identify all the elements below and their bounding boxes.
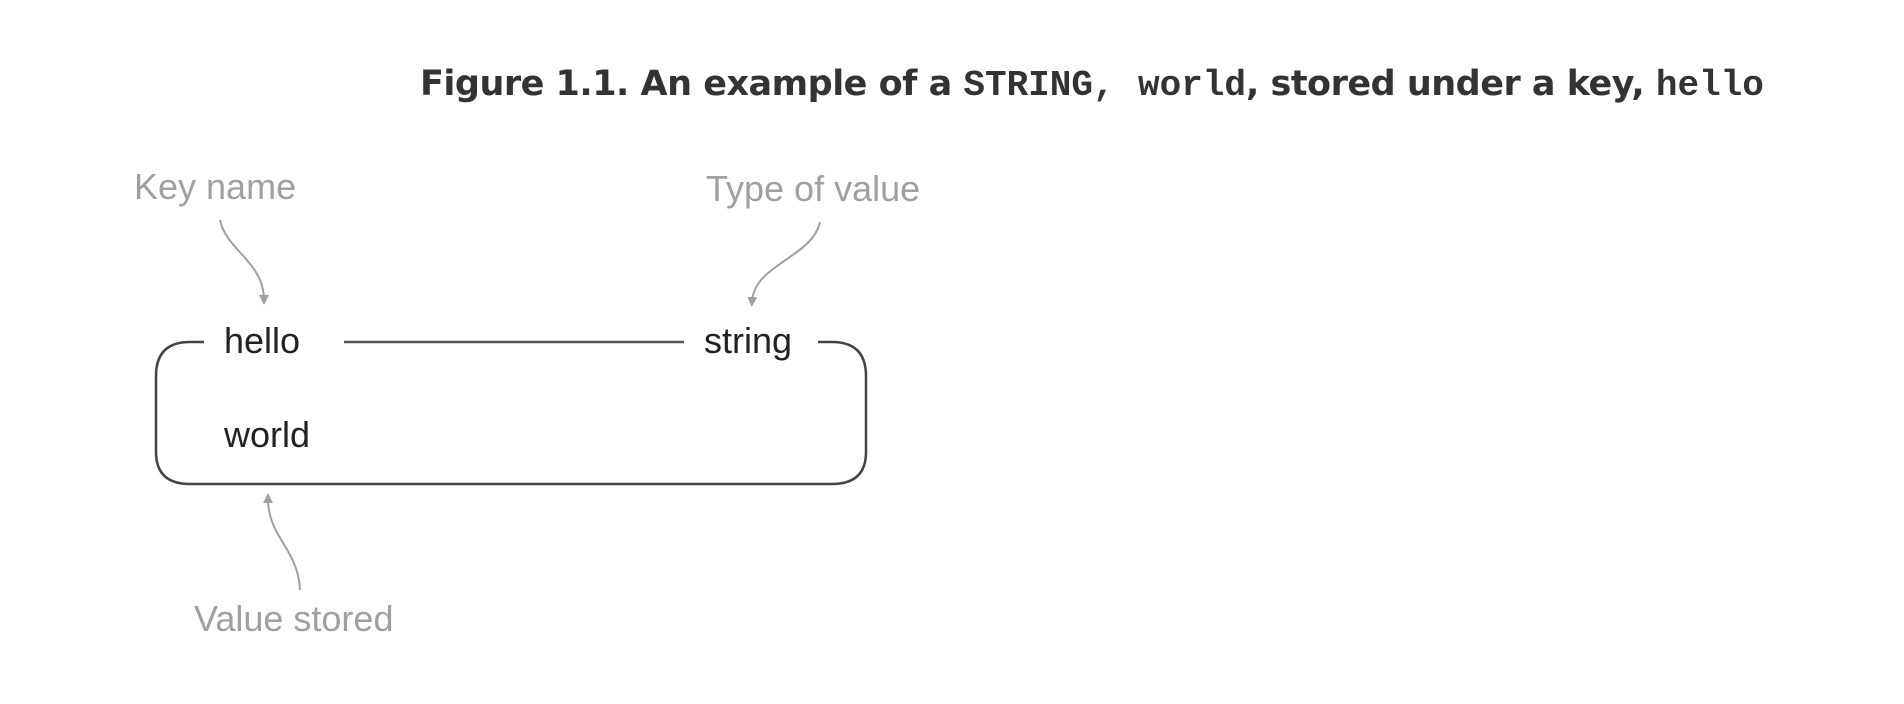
value-stored-arrow: [263, 493, 301, 591]
record-box-outline: [154, 340, 868, 486]
record-key: hello: [224, 320, 301, 361]
type-of-value-arrow: [747, 221, 821, 307]
value-stored-label: Value stored: [194, 598, 394, 639]
key-name-arrow: [219, 219, 269, 305]
caption-value-code: world: [1137, 65, 1247, 106]
figure-caption: Figure 1.1. An example of a STRING, worl…: [420, 64, 1764, 106]
caption-prefix: Figure 1.1. An example of a: [420, 64, 964, 104]
key-name-label: Key name: [134, 166, 297, 207]
caption-type-code: STRING,: [963, 65, 1115, 106]
type-of-value-label: Type of value: [706, 168, 921, 209]
record-value: world: [224, 414, 311, 455]
caption-middle: , stored under a key,: [1246, 64, 1656, 104]
caption-key-code: hello: [1655, 65, 1764, 106]
record-type: string: [704, 320, 793, 361]
